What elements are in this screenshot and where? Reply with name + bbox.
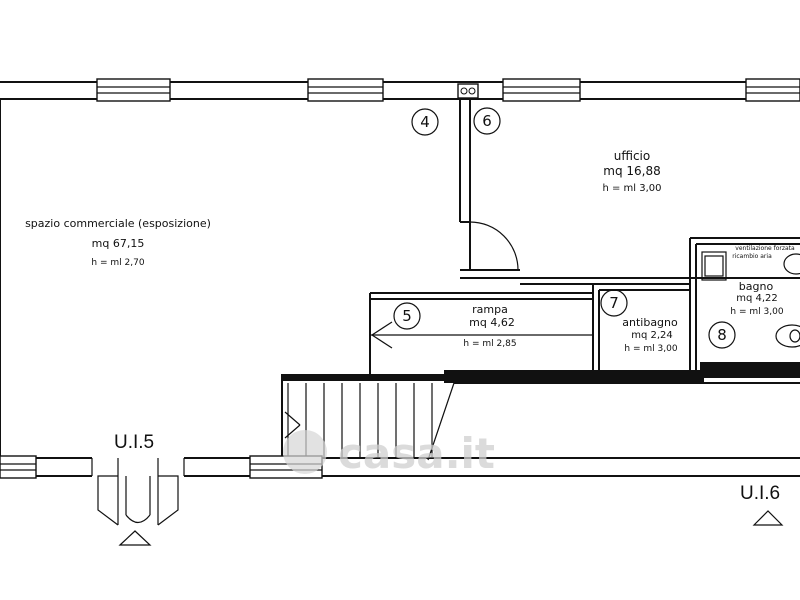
marker: 8: [708, 321, 736, 349]
room-height: h = ml 3,00: [624, 344, 677, 354]
room-name: bagno: [739, 280, 774, 293]
top-exterior-wall: [0, 78, 800, 102]
entrance-marker-icon: [118, 530, 152, 546]
entrance-marker-icon: [752, 510, 784, 526]
toilet-fixture: [775, 324, 800, 348]
room-area: mq 67,15: [92, 237, 145, 250]
marker: 6: [473, 107, 501, 135]
window: [0, 455, 37, 479]
room-name: spazio commerciale (esposizione): [25, 217, 211, 230]
entrance-door: [97, 458, 179, 526]
window: [96, 78, 171, 102]
unit-label-left: U.I.5: [114, 432, 154, 453]
watermark-text: casa.it: [338, 429, 495, 478]
ramp-arrow-icon: [371, 321, 393, 336]
marker: 4: [411, 108, 439, 136]
window: [745, 78, 800, 102]
marker: 5: [393, 302, 421, 330]
room-commercial: spazio commerciale (esposizione) mq 67,1…: [25, 217, 211, 268]
stair-arrow-icon: [284, 424, 301, 439]
marker-number: 5: [402, 307, 412, 325]
room-bath: ventilazione forzata ricambio aria bagno…: [730, 245, 795, 317]
room-area: mq 4,62: [469, 316, 515, 329]
unit-label-right: U.I.6: [740, 483, 780, 504]
room-ramp: rampa mq 4,62 h = ml 2,85: [463, 303, 516, 349]
ramp: [369, 292, 594, 376]
column: [457, 83, 479, 99]
room-area: mq 16,88: [603, 164, 660, 178]
room-note: ventilazione forzata: [735, 245, 795, 252]
bottom-exterior-wall: [0, 455, 800, 526]
window: [502, 78, 581, 102]
marker-number: 8: [717, 326, 727, 344]
room-height: h = ml 2,70: [91, 258, 144, 268]
door-swing: [469, 221, 519, 271]
marker-number: 4: [420, 113, 430, 131]
room-note: ricambio aria: [732, 253, 772, 260]
bath-fixture: [783, 253, 800, 275]
room-name: rampa: [472, 303, 508, 316]
marker-number: 7: [609, 294, 619, 312]
watermark: casa.it: [283, 429, 495, 478]
room-office: ufficio mq 16,88 h = ml 3,00: [602, 149, 661, 194]
partition-wall: [459, 99, 520, 279]
room-height: h = ml 2,85: [463, 339, 516, 349]
thick-wall: [282, 362, 800, 384]
room-area: mq 4,22: [736, 293, 778, 304]
window: [307, 78, 384, 102]
room-area: mq 2,24: [631, 330, 673, 341]
room-height: h = ml 3,00: [602, 183, 661, 194]
room-antebath: antibagno mq 2,24 h = ml 3,00: [622, 316, 678, 354]
room-height: h = ml 3,00: [730, 307, 783, 317]
sink-fixture: [701, 251, 727, 281]
marker-number: 6: [482, 112, 492, 130]
room-name: ufficio: [614, 149, 650, 163]
stair-arrow-icon: [284, 411, 301, 426]
room-name: antibagno: [622, 316, 678, 329]
marker: 7: [600, 289, 628, 317]
staircase: [281, 374, 455, 461]
